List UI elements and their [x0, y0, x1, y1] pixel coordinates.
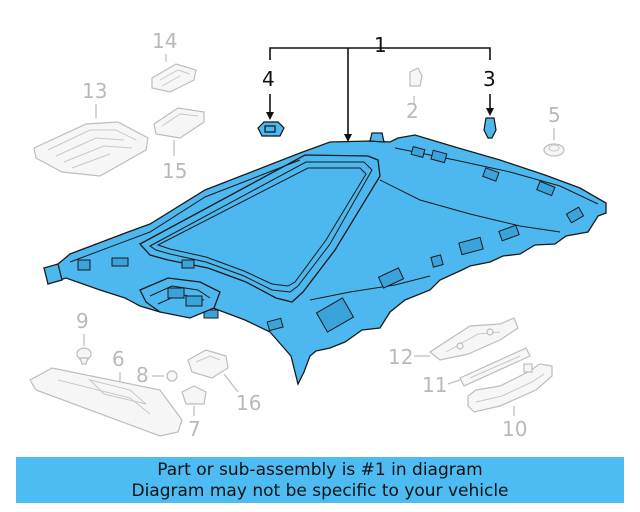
callout-13: 13 — [82, 79, 107, 103]
grab-lamp-part-16 — [187, 349, 229, 379]
callout-9: 9 — [76, 309, 89, 333]
callout-1: 1 — [374, 33, 387, 57]
callout-5: 5 — [548, 103, 561, 127]
callout-2: 2 — [406, 99, 419, 123]
callout-6: 6 — [112, 347, 125, 371]
headliner-panel — [43, 132, 607, 386]
callout-7: 7 — [188, 417, 201, 441]
retainer-clip-3 — [483, 117, 497, 139]
bracket-part-12 — [428, 317, 519, 361]
console-lamp-part-13 — [33, 121, 149, 177]
parts-diagram: 1 4 3 2 5 14 13 15 — [29, 29, 607, 441]
callout-15: 15 — [162, 159, 187, 183]
screw-part-8 — [166, 370, 178, 382]
lens-part-15 — [153, 107, 205, 139]
callout-4: 4 — [262, 67, 275, 91]
clip-part-2 — [409, 67, 423, 87]
retainer-clip-4 — [257, 121, 285, 137]
leader-line-1 — [269, 47, 491, 60]
callout-3: 3 — [483, 67, 496, 91]
sun-visor-part-6 — [29, 367, 183, 437]
rail-part-11 — [459, 347, 531, 387]
banner-line-2: Diagram may not be specific to your vehi… — [131, 481, 509, 501]
callout-12: 12 — [388, 345, 413, 369]
banner-line-1: Part or sub-assembly is #1 in diagram — [157, 460, 483, 480]
callout-8: 8 — [136, 363, 149, 387]
info-banner: Part or sub-assembly is #1 in diagram Di… — [16, 457, 624, 503]
cap-part-5 — [543, 143, 565, 157]
callout-11: 11 — [422, 373, 447, 397]
callout-16: 16 — [236, 391, 261, 415]
callout-10: 10 — [502, 417, 527, 441]
holder-part-7 — [181, 385, 207, 405]
callout-14: 14 — [152, 29, 177, 53]
grab-handle-part-10 — [467, 363, 553, 413]
clip-part-9 — [76, 347, 92, 365]
sensor-part-14 — [151, 63, 197, 93]
